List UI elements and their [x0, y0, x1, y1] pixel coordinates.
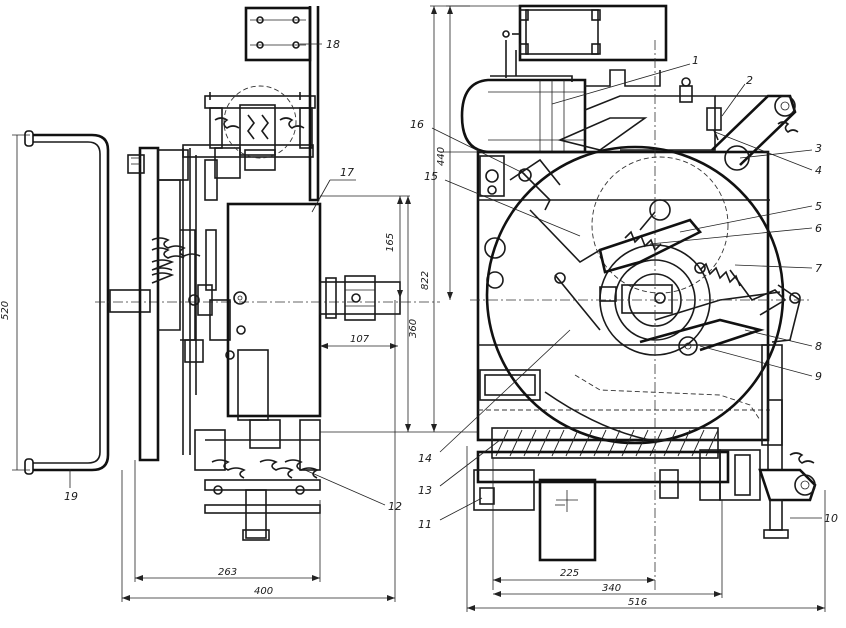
callout-5: 5	[815, 200, 822, 213]
dim-822: 822	[420, 271, 431, 290]
callout-4: 4	[815, 164, 822, 177]
side-box-18	[244, 6, 320, 202]
callout-18: 18	[326, 38, 340, 51]
large-disc	[485, 145, 785, 445]
callout-6: 6	[815, 222, 822, 235]
callout-2: 2	[746, 74, 753, 87]
callout-12: 12	[388, 500, 402, 513]
lever-3	[711, 94, 799, 171]
spring-7	[694, 262, 787, 316]
dim-165: 165	[385, 233, 396, 252]
spring-6	[624, 230, 662, 252]
dim-516: 516	[628, 597, 647, 608]
side-spring	[151, 237, 201, 284]
terminal	[319, 275, 401, 321]
dim-400: 400	[254, 586, 273, 597]
callout-9: 9	[815, 370, 822, 383]
handle-19	[24, 130, 110, 475]
dim-107: 107	[350, 334, 370, 345]
front-view: 822 440 225 340 516 1 2 3 4 5	[388, 4, 838, 612]
hatched-block-13	[491, 427, 719, 459]
side-bottom-springs	[204, 459, 321, 541]
callout-19: 19	[64, 490, 78, 503]
motor-1	[460, 69, 693, 154]
front-box	[502, 4, 668, 78]
dim-360: 360	[408, 319, 419, 338]
callout-1: 1	[692, 54, 699, 67]
body-17	[226, 202, 322, 418]
callout-14: 14	[418, 452, 432, 465]
dim-263: 263	[218, 567, 237, 578]
dim-520: 520	[0, 301, 11, 320]
callout-10: 10	[824, 512, 838, 525]
dim-340: 340	[602, 583, 621, 594]
callout-8: 8	[815, 340, 822, 353]
linkage-10	[758, 284, 817, 539]
side-view: 520 263 400 165 360 107 17 18	[0, 6, 440, 602]
callout-15: 15	[424, 170, 438, 183]
callout-16: 16	[410, 118, 424, 131]
side-top-springs	[204, 85, 316, 171]
side-disc	[127, 146, 196, 462]
dim-440: 440	[436, 147, 447, 166]
callout-3: 3	[815, 142, 822, 155]
callout-11: 11	[418, 518, 432, 531]
callout-7: 7	[815, 262, 822, 275]
callout-13: 13	[418, 484, 432, 497]
callout-17: 17	[340, 166, 354, 179]
dim-225: 225	[560, 568, 579, 579]
